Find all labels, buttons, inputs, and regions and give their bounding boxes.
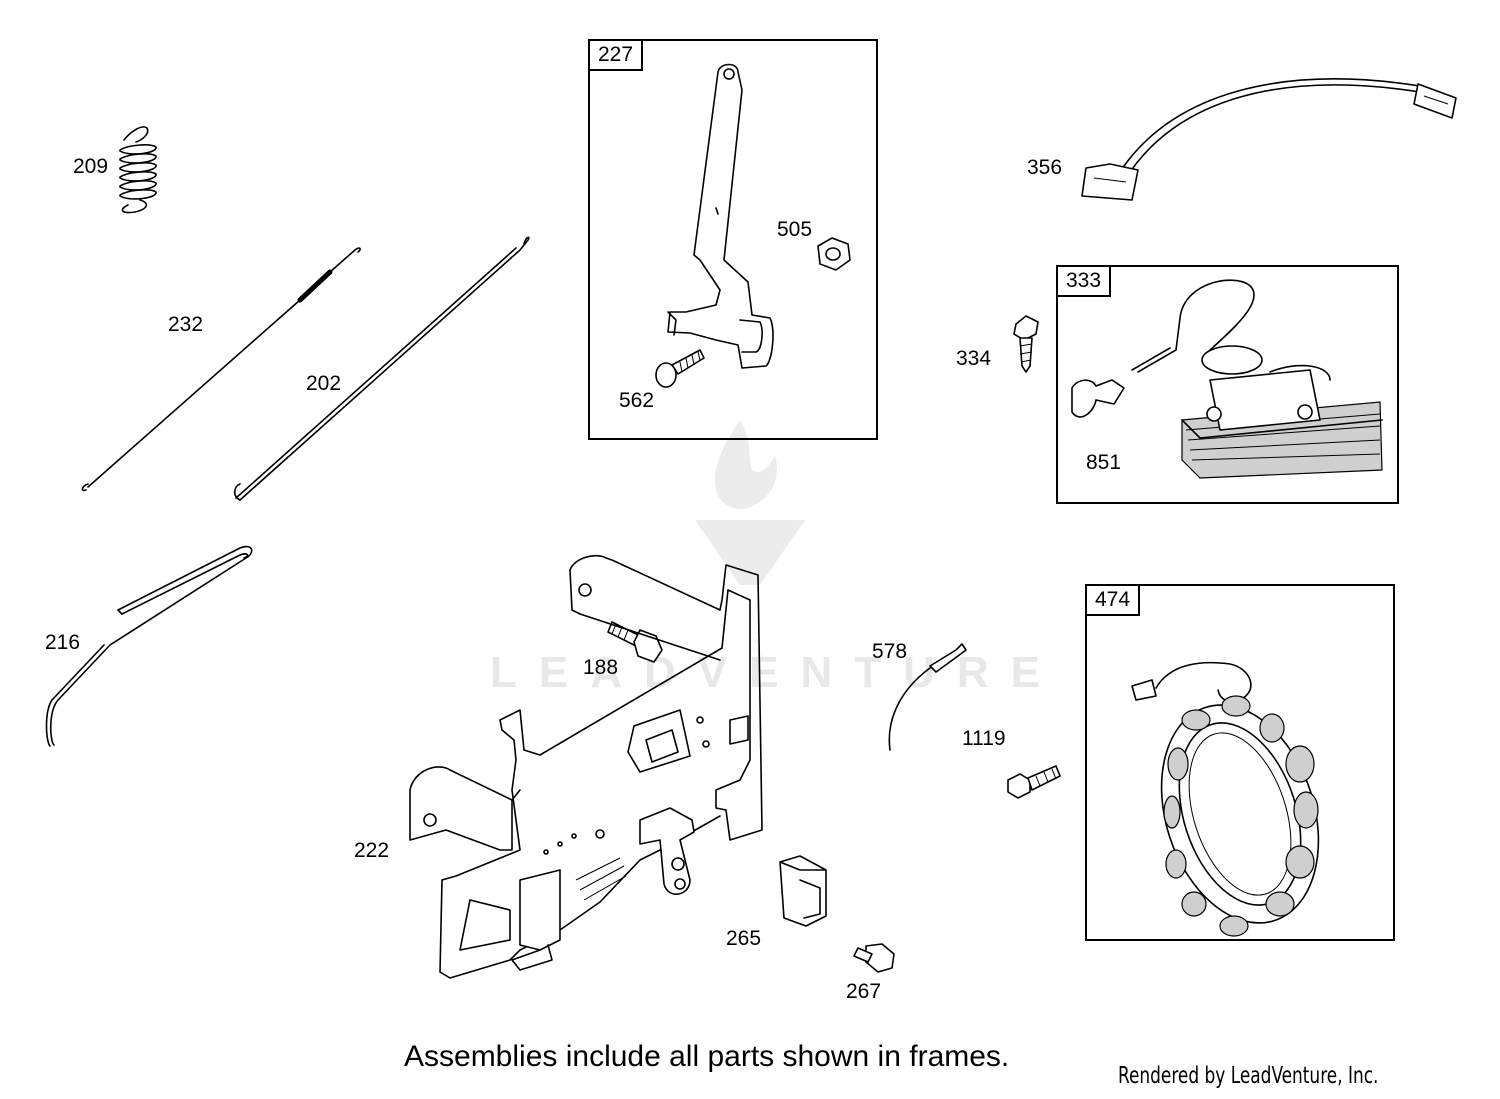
assemblies-caption: Assemblies include all parts shown in fr… — [404, 1040, 1010, 1073]
wire-harness-part — [1081, 78, 1457, 201]
screw-267-part — [853, 943, 895, 973]
throttle-rod-part — [233, 236, 530, 501]
ground-wire-part — [888, 643, 967, 751]
control-bracket-part — [409, 554, 763, 979]
frame-227: 227 — [588, 39, 878, 440]
screw-1119-part — [1007, 765, 1061, 799]
callout-356: 356 — [1027, 156, 1063, 179]
clip-part — [779, 855, 827, 927]
render-credit: Rendered by LeadVenture, Inc. — [1118, 1063, 1379, 1089]
spring-part — [119, 126, 157, 214]
callout-1119: 1119 — [962, 727, 1006, 750]
nut-part — [817, 237, 851, 271]
frame-tag-227: 227 — [590, 41, 644, 71]
callout-505: 505 — [777, 218, 813, 241]
screw-334-part — [1013, 315, 1039, 373]
screw-562-part — [655, 349, 705, 388]
governor-link-wire-part — [81, 247, 361, 492]
callout-562: 562 — [619, 389, 655, 412]
frame-474: 474 — [1085, 584, 1395, 941]
control-lever-part — [667, 63, 774, 369]
callout-851: 851 — [1086, 451, 1122, 474]
frame-tag-333: 333 — [1058, 267, 1112, 297]
alternator-stator-part — [1131, 661, 1320, 937]
callout-334: 334 — [956, 347, 992, 370]
frame-tag-474: 474 — [1087, 586, 1141, 616]
choke-rod-part — [45, 545, 253, 747]
callout-232: 232 — [168, 313, 204, 336]
callout-222: 222 — [354, 839, 390, 862]
ignition-coil-part — [1071, 279, 1383, 479]
callout-578: 578 — [872, 640, 908, 663]
callout-202: 202 — [306, 372, 342, 395]
callout-209: 209 — [73, 155, 109, 178]
frame-333: 333 — [1056, 265, 1399, 504]
watermark-logo-icon — [695, 420, 805, 585]
callout-267: 267 — [846, 980, 882, 1003]
callout-265: 265 — [726, 927, 762, 950]
callout-188: 188 — [583, 656, 619, 679]
callout-216: 216 — [45, 631, 81, 654]
